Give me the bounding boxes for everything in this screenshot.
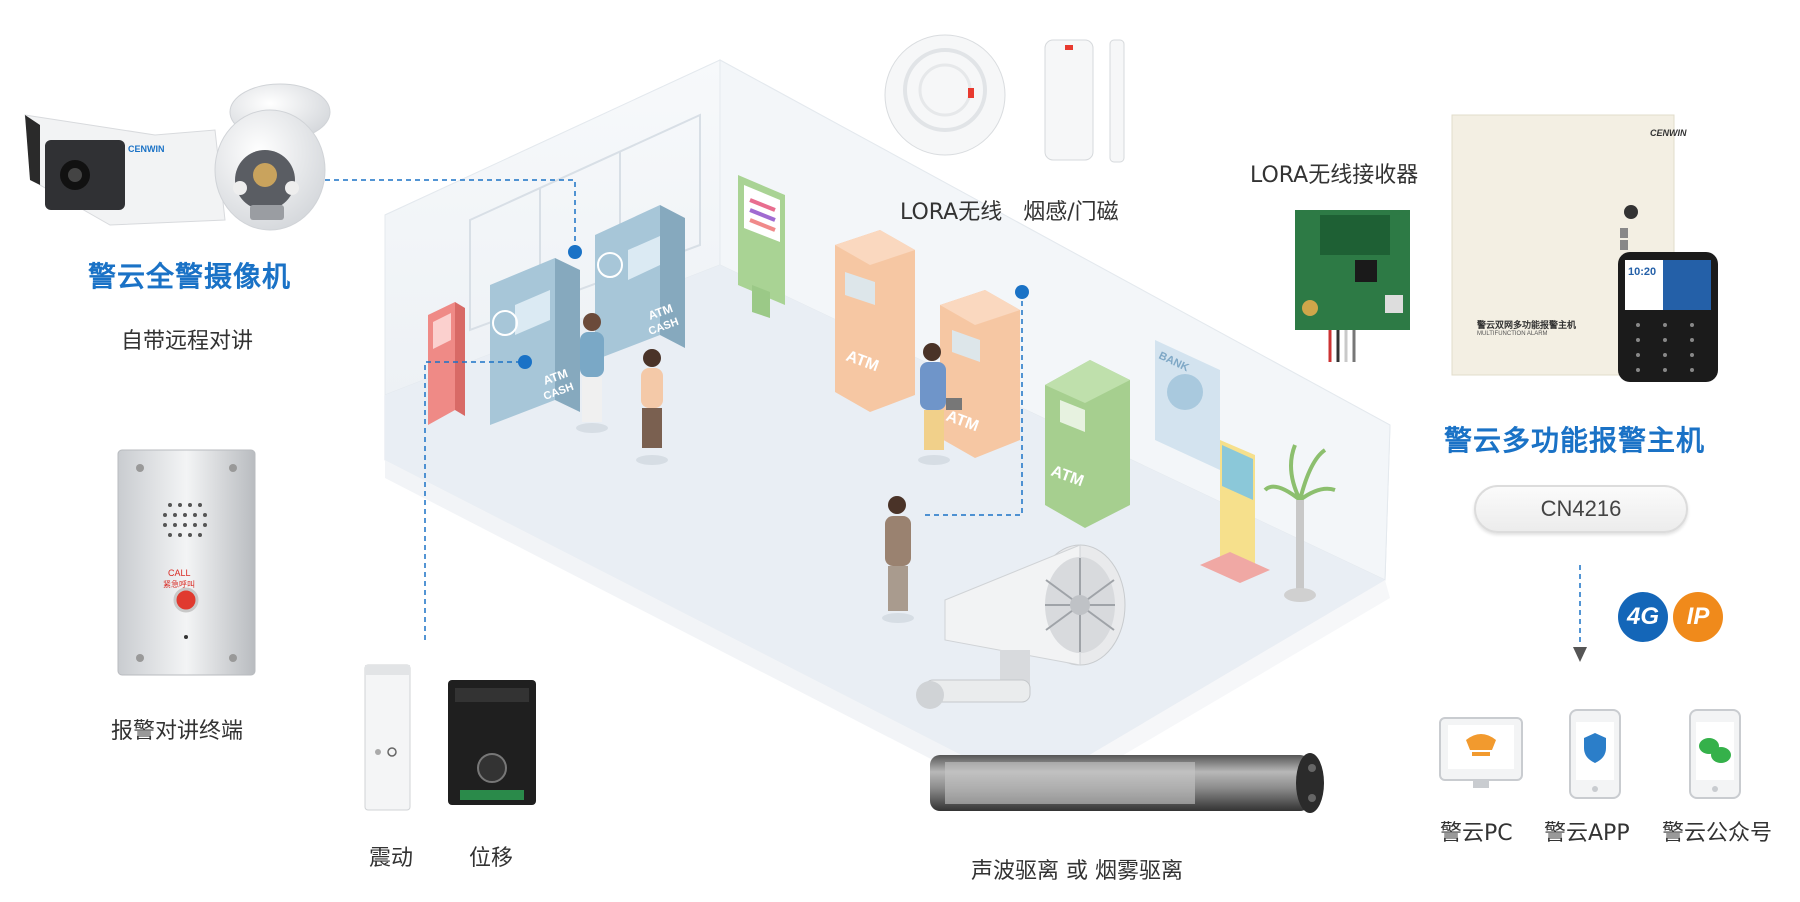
intercom-label: 报警对讲终端: [111, 719, 244, 744]
person-2: [636, 349, 668, 465]
kiosk-green: [738, 175, 785, 318]
lora-receiver-device: [1295, 210, 1410, 362]
svg-text:CENWIN: CENWIN: [128, 144, 165, 154]
client-label-app: 警云APP: [1544, 821, 1630, 846]
host-title: 警云多功能报警主机: [1444, 424, 1706, 457]
intercom-device: [117, 449, 256, 676]
connector-dot-smoke: [1015, 285, 1029, 299]
host-panel-text: 警云双网多功能报警主机: [1477, 321, 1577, 331]
camera-subtitle: 自带远程对讲: [121, 329, 254, 354]
host-brand: CENWIN: [1650, 128, 1687, 138]
plant: [1263, 444, 1336, 602]
deterrent-label: 声波驱离 或 烟雾驱离: [971, 859, 1183, 884]
arrow-down-icon: [1573, 647, 1587, 662]
host-model-badge: CN4216: [1474, 485, 1688, 533]
host-screen-time: 10:20: [1628, 266, 1657, 278]
displacement-label: 位移: [469, 846, 514, 871]
atm-green: ATM: [1045, 360, 1130, 528]
kiosk-yellow: [1200, 440, 1270, 583]
smoke-detector-device: [884, 34, 1006, 156]
person-1: [576, 313, 608, 433]
badge-4g: 4G: [1618, 592, 1668, 642]
connector-dot-sensor: [518, 355, 532, 369]
connector-lines: [325, 179, 1581, 645]
displacement-sensor-device: [448, 680, 536, 805]
host-panel-subtext: MULTIFUNCTION ALARM: [1477, 331, 1548, 337]
intercom-call-text: CALL: [168, 568, 191, 578]
alarm-host-device: [1451, 114, 1718, 382]
intercom-call-subtext: 紧急呼叫: [163, 580, 195, 589]
camera-device: CENWIN: [24, 83, 331, 231]
deterrent-projector-device: [916, 544, 1126, 709]
atm-red-kiosk: [428, 302, 465, 425]
vibration-label: 震动: [369, 846, 414, 871]
pc-client-device: [1439, 717, 1523, 788]
wechat-client-device: [1689, 709, 1741, 799]
bank-poster: BANK: [1155, 340, 1220, 470]
atm-orange-2: ATM: [940, 290, 1020, 458]
atm-blue-2: ATM CASH: [595, 205, 685, 360]
vibration-sensor-device: [364, 664, 411, 811]
smoke-door-label: LORA无线 烟感/门磁: [900, 200, 1119, 225]
person-4: [882, 496, 914, 623]
camera-title: 警云全警摄像机: [88, 260, 292, 293]
acoustic-speaker-device: [930, 753, 1324, 813]
client-label-pc: 警云PC: [1440, 821, 1513, 846]
client-label-wechat: 警云公众号: [1662, 821, 1773, 846]
app-client-device: [1569, 709, 1621, 799]
atm-blue-1: ATM CASH: [490, 258, 580, 425]
person-3: [918, 343, 962, 465]
connector-dot-camera: [568, 245, 582, 259]
lora-receiver-label: LORA无线接收器: [1250, 163, 1419, 188]
door-contact-device: [1044, 39, 1125, 163]
atm-orange-1: ATM: [835, 230, 915, 412]
badge-ip: IP: [1673, 592, 1723, 642]
